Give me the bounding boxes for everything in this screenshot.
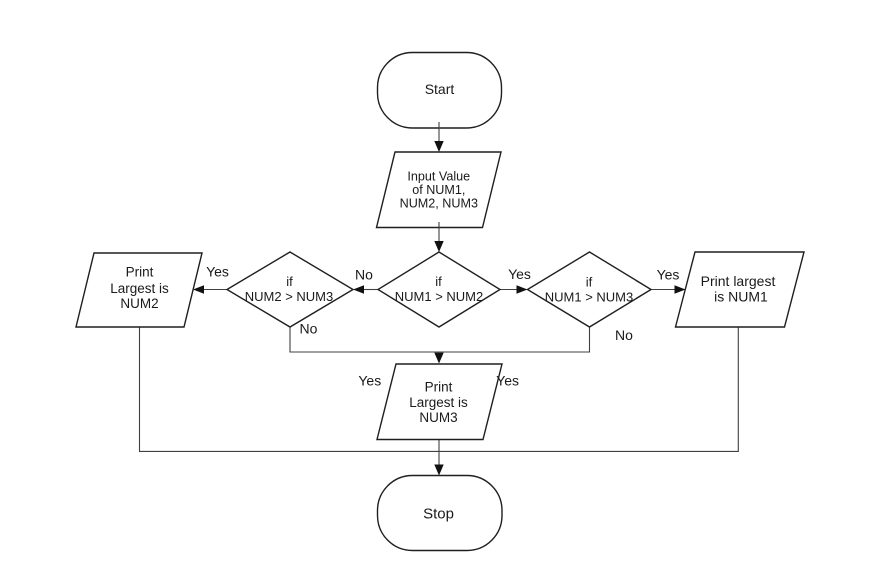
svg-text:Largest is: Largest is xyxy=(409,395,468,410)
svg-text:Input Value: Input Value xyxy=(407,170,470,184)
svg-text:Yes: Yes xyxy=(206,264,229,280)
svg-text:No: No xyxy=(355,267,373,283)
svg-text:Yes: Yes xyxy=(496,373,519,389)
svg-text:Stop: Stop xyxy=(423,506,454,523)
svg-text:NUM1 > NUM3: NUM1 > NUM3 xyxy=(545,290,634,305)
svg-text:Yes: Yes xyxy=(358,373,381,389)
svg-text:NUM1 > NUM2: NUM1 > NUM2 xyxy=(395,289,484,304)
svg-text:NUM3: NUM3 xyxy=(419,410,457,425)
svg-text:Yes: Yes xyxy=(657,267,680,283)
svg-text:NUM2 > NUM3: NUM2 > NUM3 xyxy=(245,289,334,304)
svg-text:Print: Print xyxy=(425,380,453,395)
svg-text:Print: Print xyxy=(126,265,154,280)
svg-text:Largest is: Largest is xyxy=(110,281,169,296)
svg-text:Start: Start xyxy=(425,81,455,97)
svg-text:Yes: Yes xyxy=(508,266,531,282)
svg-text:of NUM1,: of NUM1, xyxy=(412,183,465,197)
svg-text:No: No xyxy=(300,321,318,337)
svg-text:if: if xyxy=(286,274,293,289)
svg-text:is NUM1: is NUM1 xyxy=(714,289,768,305)
svg-text:if: if xyxy=(435,274,442,289)
svg-text:NUM2, NUM3: NUM2, NUM3 xyxy=(400,197,478,211)
svg-text:No: No xyxy=(615,327,633,343)
svg-text:Print largest: Print largest xyxy=(701,273,776,289)
svg-text:NUM2: NUM2 xyxy=(120,296,158,311)
svg-text:if: if xyxy=(586,275,593,290)
